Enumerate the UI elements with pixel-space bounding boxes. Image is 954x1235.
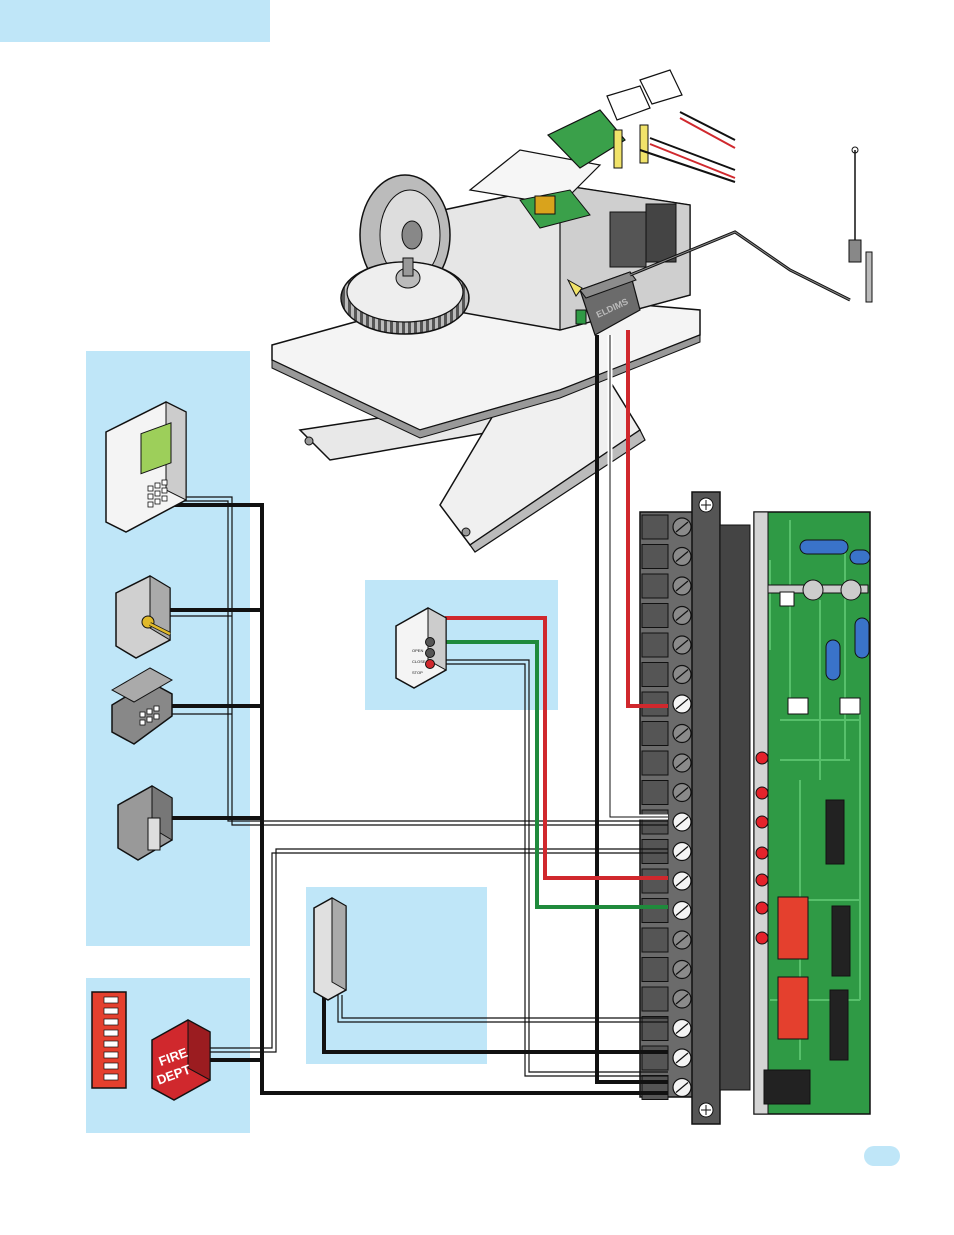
terminal-housing [642,1017,668,1041]
terminal-housing [642,958,668,982]
terminal-housing [642,840,668,864]
terminal-housing [642,1046,668,1070]
key-switch-icon [116,576,170,658]
status-led [756,816,768,828]
terminal-block [640,492,750,1124]
terminal-housing [642,604,668,628]
photo-eye-icon [314,898,346,1000]
status-led [756,902,768,914]
terminal-housing [642,663,668,687]
terminal-housing [642,869,668,893]
status-led [756,932,768,944]
status-led [756,847,768,859]
terminal-housing [642,633,668,657]
terminal-housing [642,751,668,775]
fire-box-icon: FIRE DEPT [152,1020,210,1100]
station-btn3-label: STOP [412,670,423,675]
terminal-housing [642,928,668,952]
terminal-housing [642,515,668,539]
terminal-housing [642,899,668,923]
terminal-housing [642,722,668,746]
terminal-housing [642,1076,668,1100]
card-reader-icon [112,668,172,744]
dip-switch-icon [92,992,126,1088]
station-btn1-label: OPEN [412,648,423,653]
control-station-icon: OPEN CLOSE STOP [396,608,446,688]
station-btn2-label: CLOSE [412,659,426,664]
terminal-housing [642,810,668,834]
status-led [756,874,768,886]
safety-sensor-icon [118,786,172,860]
status-led [756,752,768,764]
keypad-icon [106,402,186,532]
terminal-housing [642,574,668,598]
circuit-board-icon [754,512,870,1114]
status-led [756,787,768,799]
terminal-housing [642,781,668,805]
gate-operator-icon [272,70,735,552]
terminal-housing [642,545,668,569]
terminal-housing [642,987,668,1011]
